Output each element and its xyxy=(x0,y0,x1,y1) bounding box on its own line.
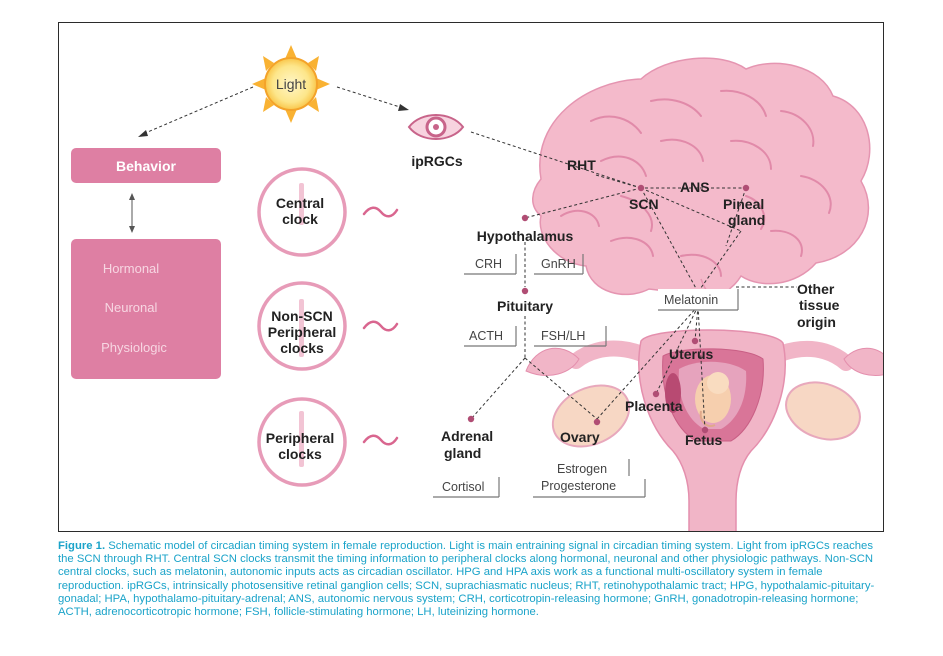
outputs-box xyxy=(71,239,221,379)
uterus-illustration xyxy=(525,329,883,531)
wave-icon xyxy=(362,320,399,332)
sun-icon xyxy=(252,45,330,123)
hypothalamus-label: Hypothalamus xyxy=(477,228,574,244)
behavior-output-arrow xyxy=(129,193,135,233)
central-clock-label-2: clock xyxy=(282,211,318,227)
figure-caption: Figure 1. Schematic model of circadian t… xyxy=(58,540,888,619)
ans-label: ANS xyxy=(680,179,710,195)
progesterone-label: Progesterone xyxy=(541,479,616,493)
non-scn-label-1: Non-SCN xyxy=(271,308,332,324)
caption-label: Figure 1. xyxy=(58,540,106,552)
fsh-lh-box xyxy=(534,326,607,347)
estrogen-label: Estrogen xyxy=(557,462,607,476)
peripheral-clock-label-2: clocks xyxy=(278,446,322,462)
cortisol-box xyxy=(433,477,500,498)
uterus-label: Uterus xyxy=(669,346,714,362)
melatonin-box xyxy=(658,289,739,311)
adrenal-label-2: gland xyxy=(444,445,481,461)
acth-label: ACTH xyxy=(469,329,503,343)
non-scn-clock-icon xyxy=(257,281,347,371)
brain-illustration xyxy=(532,57,871,302)
cortisol-label: Cortisol xyxy=(442,480,484,494)
non-scn-label-3: clocks xyxy=(280,340,324,356)
other-label-1: Other xyxy=(797,281,835,297)
behavior-box xyxy=(71,148,221,183)
estrogen-progesterone-box xyxy=(533,459,646,498)
node-dots xyxy=(467,184,750,434)
peripheral-clock-label-1: Peripheral xyxy=(266,430,334,446)
melatonin-label: Melatonin xyxy=(664,293,718,307)
fetus-label: Fetus xyxy=(685,432,723,448)
central-clock-label-1: Central xyxy=(276,195,324,211)
peripheral-clock-icon xyxy=(257,397,347,487)
pineal-label-1: Pineal xyxy=(723,196,764,212)
acth-box xyxy=(464,326,517,347)
pineal-label-2: gland xyxy=(728,212,765,228)
pathway-lines xyxy=(470,131,797,431)
diagram: Light ipRGCs Behavior Hormonal Neuronal … xyxy=(71,45,883,531)
eye-icon xyxy=(407,114,465,140)
non-scn-label-2: Peripheral xyxy=(268,324,336,340)
output-physiologic: Physiologic xyxy=(101,340,167,355)
iprgcs-label: ipRGCs xyxy=(411,153,463,169)
crh-label: CRH xyxy=(475,257,502,271)
adrenal-label-1: Adrenal xyxy=(441,428,493,444)
behavior-label: Behavior xyxy=(116,158,176,174)
ovary-label: Ovary xyxy=(560,429,600,445)
output-hormonal: Hormonal xyxy=(103,261,159,276)
other-label-2: tissue xyxy=(799,297,840,313)
output-neuronal: Neuronal xyxy=(105,300,158,315)
light-label: Light xyxy=(276,76,306,92)
fsh-lh-label: FSH/LH xyxy=(541,329,585,343)
light-arrows xyxy=(138,86,409,137)
placenta-label: Placenta xyxy=(625,398,683,414)
other-label-3: origin xyxy=(797,314,836,330)
wave-icon xyxy=(362,434,399,446)
gnrh-label: GnRH xyxy=(541,257,576,271)
rht-label: RHT xyxy=(567,157,596,173)
crh-box xyxy=(464,254,517,275)
central-clock-icon xyxy=(257,167,347,257)
wave-icon xyxy=(362,206,399,218)
gnrh-box xyxy=(534,254,584,275)
figure-frame: Light ipRGCs Behavior Hormonal Neuronal … xyxy=(58,22,884,532)
caption-text: Schematic model of circadian timing syst… xyxy=(58,540,875,619)
pituitary-label: Pituitary xyxy=(497,298,553,314)
scn-label: SCN xyxy=(629,196,659,212)
